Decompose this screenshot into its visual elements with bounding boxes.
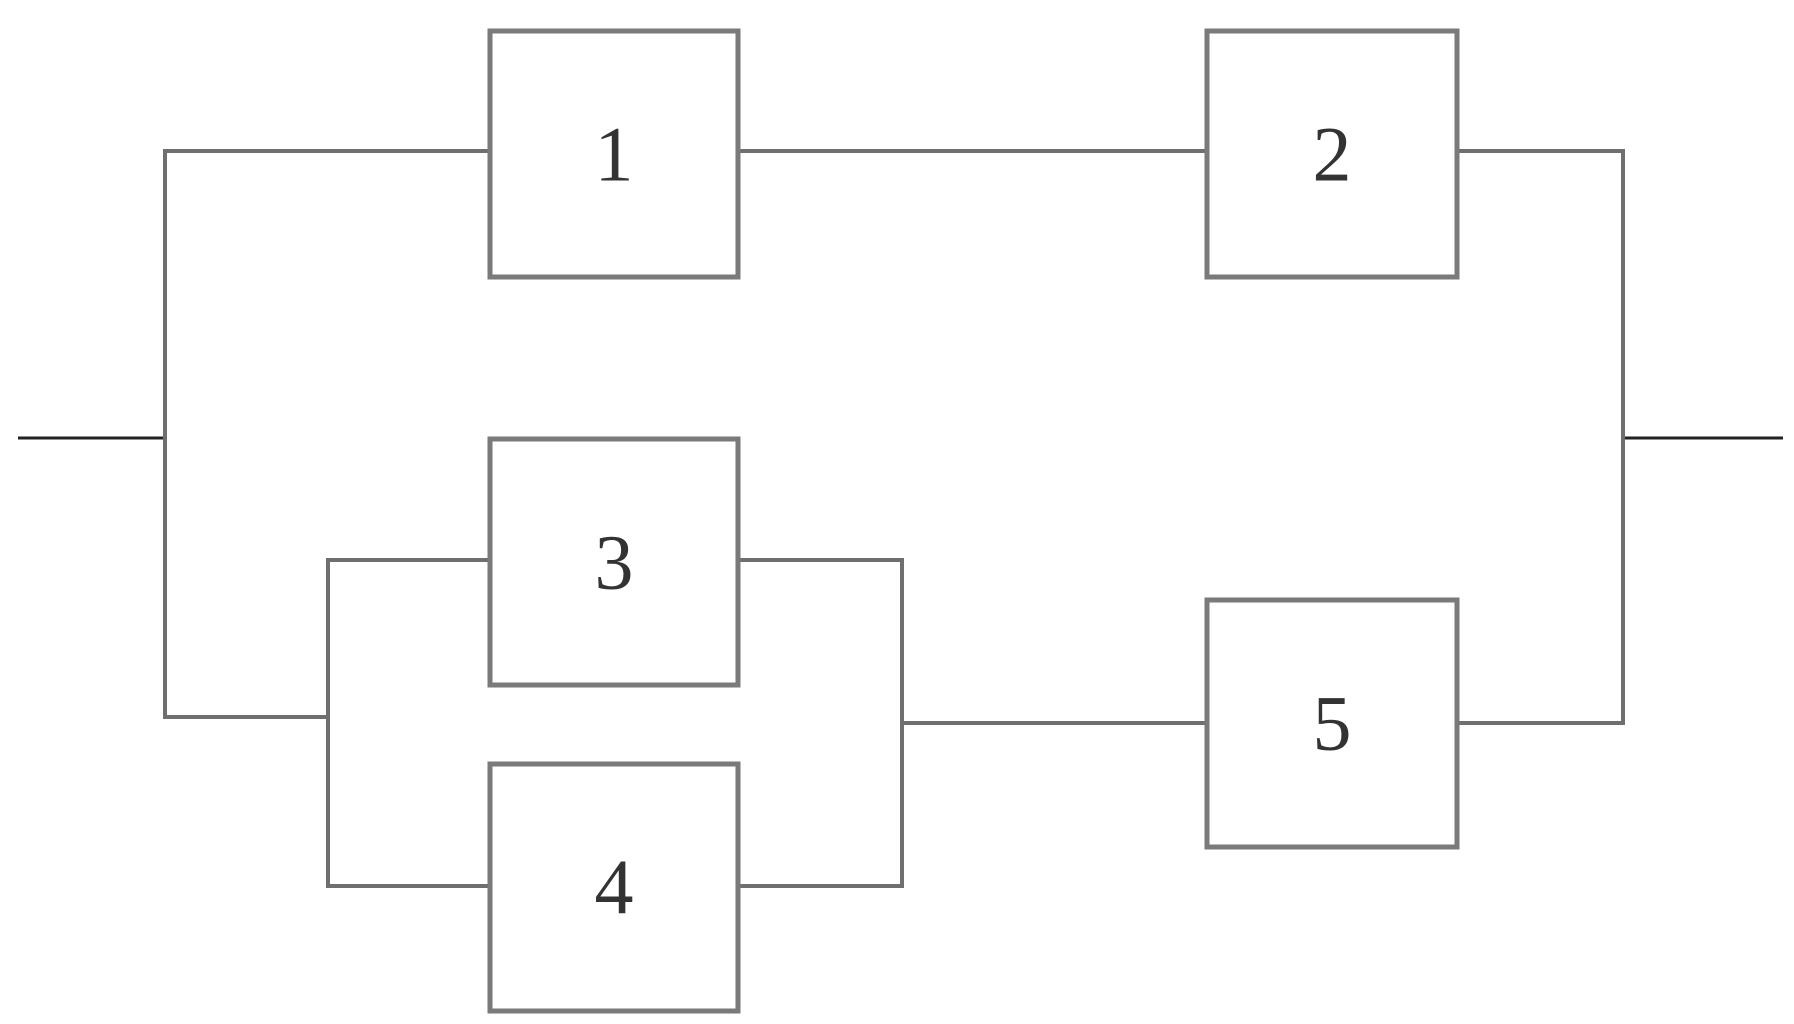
block-3: 3 bbox=[487, 436, 741, 688]
parallel-3-4-right-bus bbox=[738, 558, 904, 888]
block-5: 5 bbox=[1204, 597, 1460, 850]
block-4-label: 4 bbox=[595, 844, 634, 931]
right-join-bus bbox=[1457, 149, 1625, 725]
block-1-label: 1 bbox=[595, 111, 634, 198]
block-1: 1 bbox=[487, 28, 741, 280]
left-split-bus bbox=[163, 149, 490, 719]
parallel-3-4-left-bus bbox=[326, 558, 490, 888]
block-5-label: 5 bbox=[1313, 680, 1352, 767]
block-2: 2 bbox=[1204, 28, 1460, 280]
block-3-label: 3 bbox=[595, 519, 634, 606]
block-4: 4 bbox=[487, 761, 741, 1014]
block-2-label: 2 bbox=[1313, 111, 1352, 198]
